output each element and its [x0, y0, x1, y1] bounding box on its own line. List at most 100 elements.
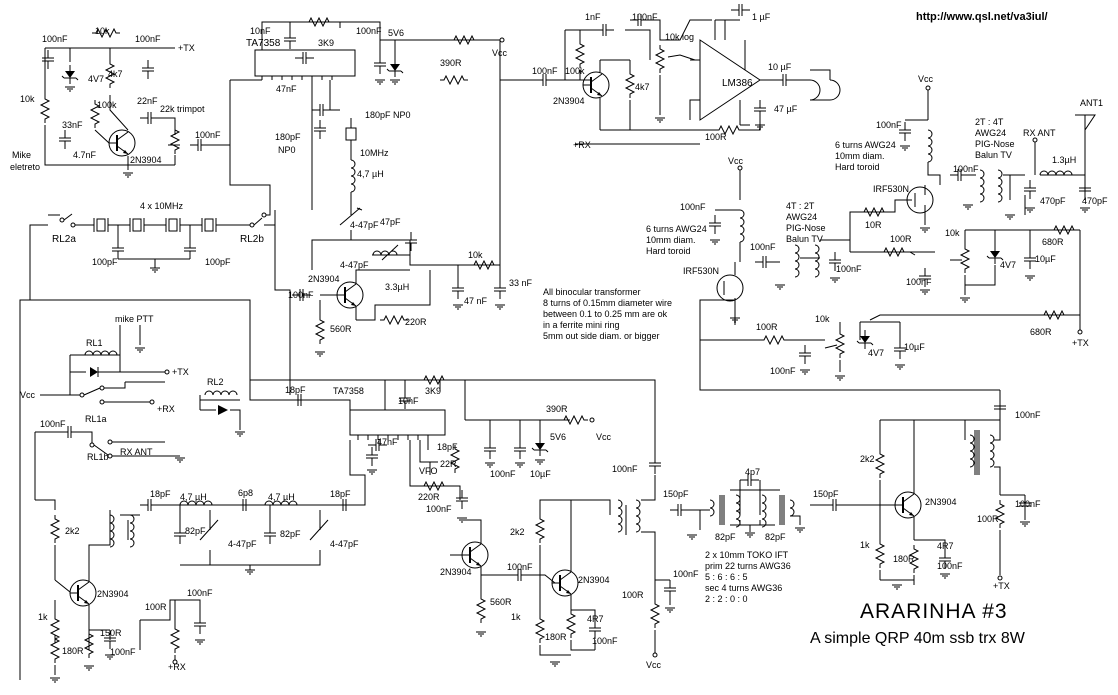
svg-text:Hard toroid: Hard toroid	[646, 246, 691, 256]
rxant-label: RX ANT	[120, 447, 153, 457]
tx-driver: 2N3904 560R 100nF 2k2 2N3904 1k 180R 4R7…	[250, 379, 710, 670]
c4p7-label: 4p7	[745, 467, 760, 477]
vcc-label: Vcc	[728, 156, 744, 166]
v47-label: 4V7	[1000, 260, 1016, 270]
svg-text:10mm diam.: 10mm diam.	[646, 235, 696, 245]
c100pf-label: 100pF	[205, 257, 231, 267]
r10k-label: 10k	[945, 228, 960, 238]
rl1-label: RL1	[86, 338, 103, 348]
svg-text:5 : 6 : 6 : 5: 5 : 6 : 6 : 5	[705, 572, 748, 582]
r-label: 4k7	[108, 69, 123, 79]
k22-label: 2k2	[65, 526, 80, 536]
lm386-label: LM386	[722, 78, 753, 89]
c47uf-label: 47 µF	[774, 104, 798, 114]
pot-label: 10k log	[665, 32, 694, 42]
ift-filter: 4p7 82pF 82pF 2 x 10mm TOKO IFT prim 22 …	[705, 467, 806, 604]
c-label: 100nF	[953, 164, 979, 174]
r180-label: 180R	[62, 646, 84, 656]
svg-text:All binocular transformer: All binocular transformer	[543, 287, 641, 297]
rl1a-label: RL1a	[85, 414, 107, 424]
c10nf-label: 10nF	[398, 396, 419, 406]
c82-label: 82pF	[185, 526, 206, 536]
r100r-label: 100R	[890, 234, 912, 244]
r10r-label: 10R	[865, 220, 882, 230]
r100r-label: 100R	[705, 132, 727, 142]
ptt-label: mike PTT	[115, 314, 154, 324]
crystal-filter: 4 x 10MHz RL2a RL2b 100pF 100pF	[19, 185, 350, 680]
c180np0-label: 180pF NP0	[365, 110, 411, 120]
rl2b-label: RL2b	[240, 234, 264, 245]
r390-label: 390R	[440, 58, 462, 68]
final-driver: 150pF 2N3904 2k2 1k 180R 4R7 100nF 100nF…	[810, 395, 1041, 591]
bandpass-filter: 18pF 4,7 µH 6p8 4,7 µH 18pF 82pF 4-47pF …	[109, 440, 366, 575]
r100r-label: 100R	[977, 514, 999, 524]
svg-text:8 turns of 0.15mm diameter wir: 8 turns of 0.15mm diameter wire	[543, 298, 672, 308]
rx-label: +RX	[573, 140, 591, 150]
c47nf-label: 47nF	[377, 437, 398, 447]
c-label: 100nF	[288, 290, 314, 300]
c18-label: 18pF	[330, 489, 351, 499]
audio-amp: 1nF 100nF 1 µF 10k log 100k 100nF 4k7 2N…	[532, 3, 841, 150]
c-label: 100nF	[356, 26, 382, 36]
c150-label: 150pF	[663, 489, 689, 499]
ant-label: ANT1	[1080, 98, 1103, 108]
r180-label: 180R	[545, 632, 567, 642]
tx-label: +TX	[993, 581, 1010, 591]
svg-text:Balun TV: Balun TV	[786, 234, 823, 244]
rxant-label: RX ANT	[1023, 128, 1056, 138]
trim-label: 4-47pF	[340, 260, 369, 270]
c-label: 33nF	[62, 120, 83, 130]
q-label: 2N3904	[130, 155, 162, 165]
svg-text:2 : 2 : 0 : 0: 2 : 2 : 0 : 0	[705, 594, 748, 604]
svg-text:5mm out side diam. or bigger: 5mm out side diam. or bigger	[543, 331, 660, 341]
binocular-note: All binocular transformer 8 turns of 0.1…	[543, 287, 672, 341]
svg-text:Balun TV: Balun TV	[975, 150, 1012, 160]
svg-text:sec 4 turns AWG36: sec 4 turns AWG36	[705, 583, 782, 593]
svg-text:PIG-Nose: PIG-Nose	[975, 139, 1015, 149]
r220-label: 220R	[418, 492, 440, 502]
q-label: 2N3904	[308, 274, 340, 284]
c-label: 100nF	[680, 202, 706, 212]
c-label: 100nF	[187, 588, 213, 598]
r220-label: 220R	[405, 317, 427, 327]
uh13-label: 1.3µH	[1052, 155, 1076, 165]
uh-label: 4,7 µH	[357, 169, 384, 179]
r10k-label: 10k	[815, 314, 830, 324]
c-label: 100nF	[135, 34, 161, 44]
c1uf-label: 1 µF	[752, 12, 771, 22]
mike-label: Mike	[12, 150, 31, 160]
r150-label: 150R	[100, 628, 122, 638]
svg-text:AWG24: AWG24	[786, 212, 817, 222]
svg-text:Hard toroid: Hard toroid	[835, 162, 880, 172]
c-label: 22nF	[137, 96, 158, 106]
header: http://www.qsl.net/va3iul/ ARARINHA #3 A…	[810, 11, 1048, 647]
c-label: 100nF	[673, 569, 699, 579]
vcc-label: Vcc	[20, 390, 36, 400]
eletreto-label: eletreto	[10, 162, 40, 172]
c10uf-label: 10µF	[530, 469, 551, 479]
c-label: 100nF	[40, 419, 66, 429]
rl1b-label: RL1b	[87, 452, 109, 462]
trim-label: 4-47pF	[228, 539, 257, 549]
c-label: 100nF	[592, 636, 618, 646]
r100r-label: 100R	[622, 590, 644, 600]
c10uf-label: 10µF	[904, 342, 925, 352]
c33-label: 33 nF	[509, 278, 533, 288]
r-label: 4k7	[635, 82, 650, 92]
c18-label: 18pF	[150, 489, 171, 499]
q-label: 2N3904	[440, 567, 472, 577]
rl2a-label: RL2a	[52, 234, 76, 245]
r680-label: 680R	[1042, 237, 1064, 247]
r100r-label: 100R	[145, 602, 167, 612]
rx-label: +RX	[157, 404, 175, 414]
c47pf-label: 47pF	[380, 217, 401, 227]
tx-label: +TX	[172, 367, 189, 377]
np0-label: NP0	[278, 145, 296, 155]
c18-label: 18pF	[437, 442, 458, 452]
r-label: 10k	[20, 94, 35, 104]
rl2-label: RL2	[207, 377, 224, 387]
balun2-note: 4T : 2T AWG24 PIG-Nose Balun TV	[786, 201, 826, 244]
c-label: 100nF	[632, 12, 658, 22]
svg-text:4T : 2T: 4T : 2T	[786, 201, 815, 211]
power-amplifier: ANT1 1.3µH 470pF 470pF RX ANT Vcc 100nF …	[646, 74, 1108, 391]
